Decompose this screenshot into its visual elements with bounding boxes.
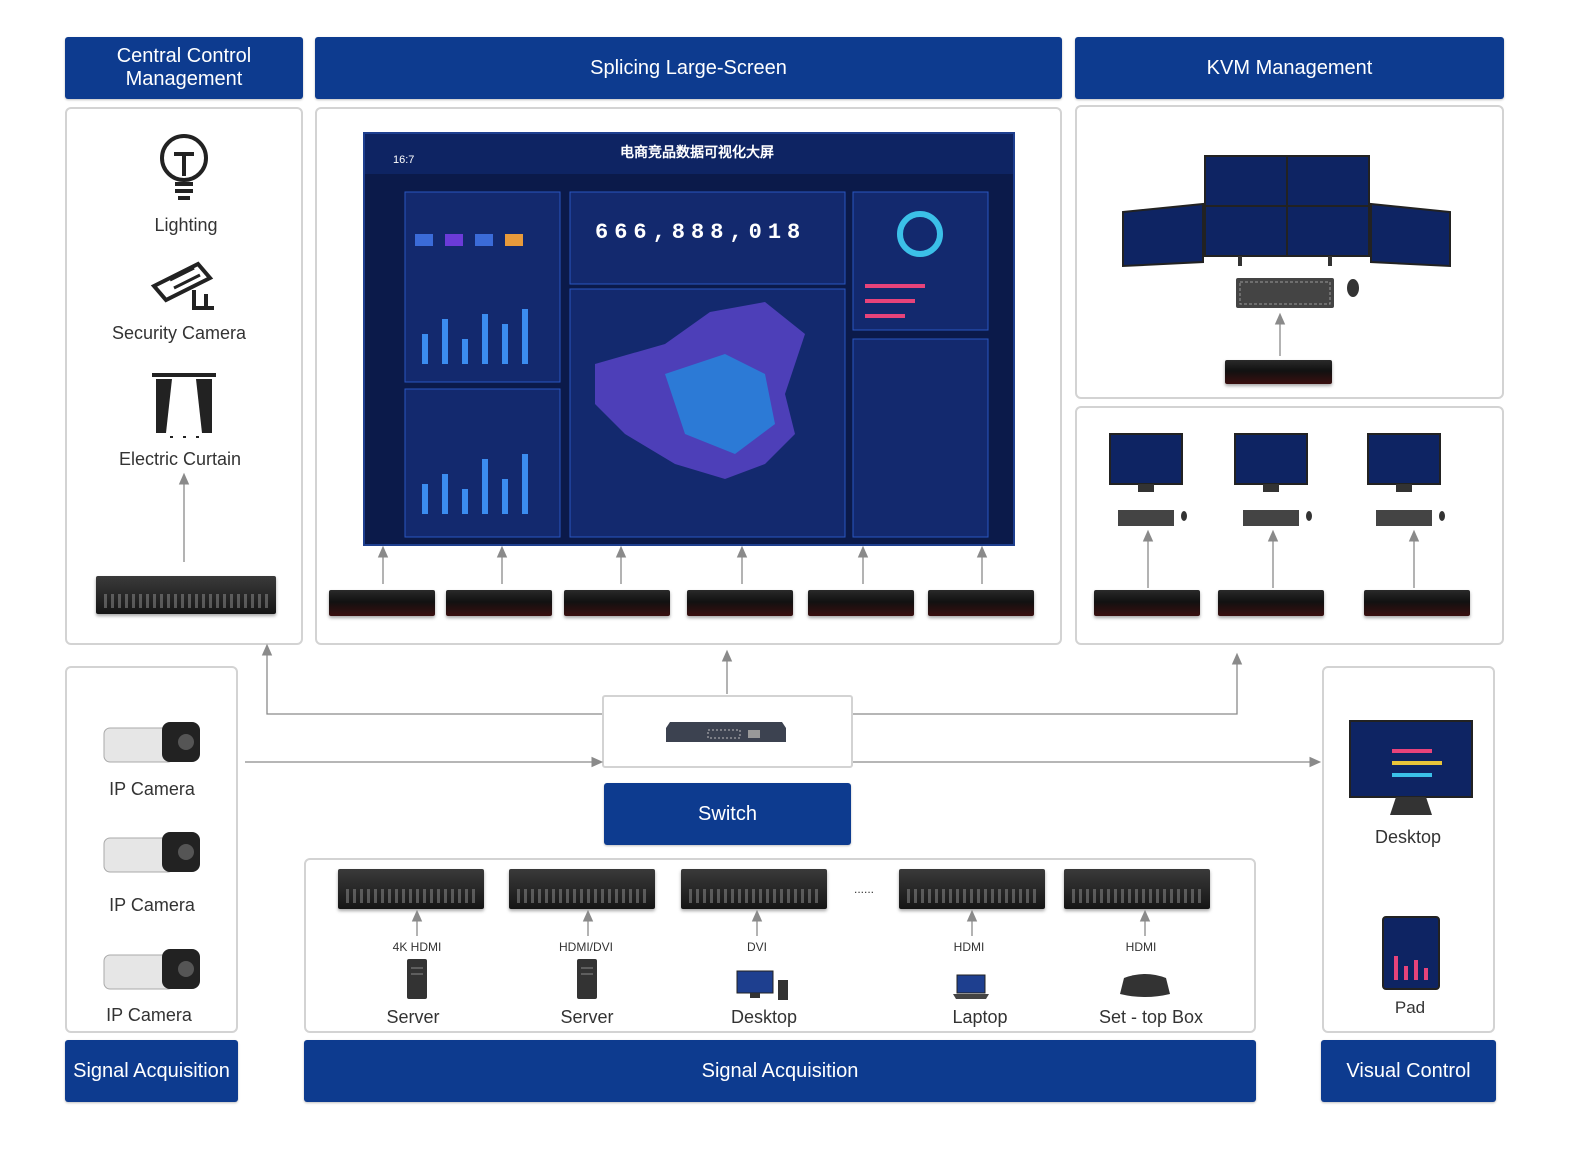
- source-3-interface: DVI: [746, 940, 768, 954]
- source-2-interface: HDMI/DVI: [559, 940, 613, 954]
- splicing-screen-header: Splicing Large-Screen: [315, 37, 1062, 99]
- large-screen-display: 16:7 电商竞品数据可视化大屏 666,888,018: [363, 132, 1015, 546]
- splicing-decoder-5: [808, 590, 914, 616]
- kvm-host-3: [1364, 590, 1470, 616]
- splicing-decoder-6: [928, 590, 1034, 616]
- ip-camera-3-label: IP Camera: [106, 1005, 192, 1025]
- kvm-management-header: KVM Management: [1075, 37, 1504, 99]
- splicing-decoder-3: [564, 590, 670, 616]
- source-5-interface: HDMI: [1125, 940, 1157, 954]
- screen-aspect: 16:7: [393, 154, 415, 166]
- source-4-device: Laptop: [952, 1007, 1008, 1027]
- source-1-interface: 4K HDMI: [392, 940, 442, 954]
- lighting-label: Lighting: [154, 215, 218, 235]
- pad-label: Pad: [1394, 998, 1426, 1017]
- signal-acquisition-left-header: Signal Acquisition: [65, 1040, 238, 1102]
- encoder-2: [509, 869, 655, 909]
- screen-title: 电商竞品数据可视化大屏: [620, 144, 774, 160]
- encoder-ellipsis: ......: [854, 882, 875, 896]
- visual-control-header: Visual Control: [1321, 1040, 1496, 1102]
- ip-camera-2-label: IP Camera: [109, 895, 195, 915]
- source-2-device: Server: [560, 1007, 614, 1027]
- ip-camera-1-label: IP Camera: [109, 779, 195, 799]
- splicing-decoder-2: [446, 590, 552, 616]
- source-5-device: Set - top Box: [1098, 1007, 1204, 1027]
- encoder-5: [1064, 869, 1210, 909]
- visual-control-panel: [1322, 666, 1495, 1033]
- central-control-host: [96, 576, 276, 614]
- kvm-host-1: [1094, 590, 1200, 616]
- encoder-4: [899, 869, 1045, 909]
- central-control-header: Central Control Management: [65, 37, 303, 99]
- kvm-host-2: [1218, 590, 1324, 616]
- switch-header: Switch: [604, 783, 851, 845]
- electric-curtain-label: Electric Curtain: [118, 449, 242, 469]
- ip-camera-panel: [65, 666, 238, 1033]
- source-1-device: Server: [386, 1007, 440, 1027]
- encoder-1: [338, 869, 484, 909]
- central-control-panel: [65, 107, 303, 645]
- encoder-3: [681, 869, 827, 909]
- splicing-decoder-4: [687, 590, 793, 616]
- kvm-host-top: [1225, 360, 1332, 384]
- security-camera-label: Security Camera: [111, 323, 247, 343]
- source-3-device: Desktop: [730, 1007, 798, 1027]
- splicing-decoder-1: [329, 590, 435, 616]
- switch-box: [602, 695, 853, 768]
- signal-acquisition-mid-header: Signal Acquisition: [304, 1040, 1256, 1102]
- desktop-label: Desktop: [1374, 827, 1442, 847]
- kvm-panel-top: [1075, 105, 1504, 399]
- screen-counter: 666,888,018: [595, 220, 807, 245]
- source-4-interface: HDMI: [953, 940, 985, 954]
